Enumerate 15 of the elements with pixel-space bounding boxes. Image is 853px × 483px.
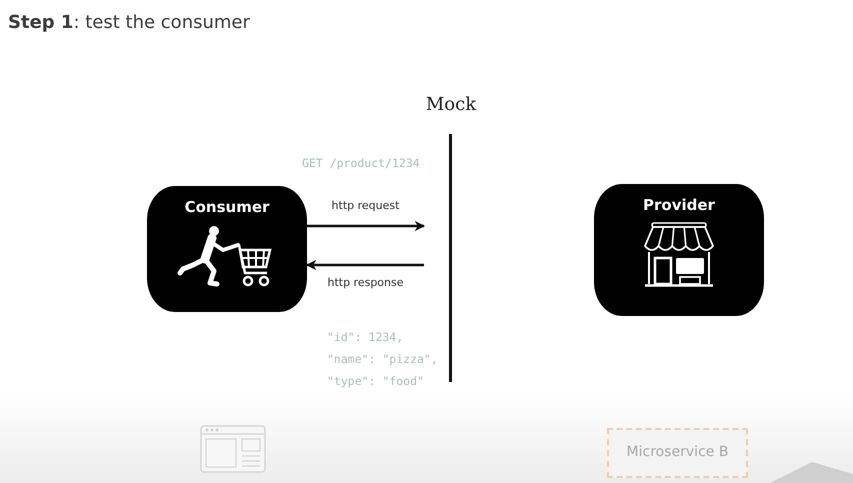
node-title: Provider	[642, 196, 716, 214]
lifeline-label: Mock	[424, 94, 478, 115]
slide-title: Step 1: test the consumer	[8, 12, 250, 33]
node-box	[147, 186, 307, 312]
node-box	[607, 428, 748, 478]
code-line: GET /product/1234	[302, 156, 420, 170]
edge-label: http request	[330, 199, 402, 212]
node-title: Consumer	[184, 198, 270, 216]
code-line: "name": "pizza",	[327, 352, 438, 366]
code-line: "type": "food"	[327, 374, 424, 388]
node-box	[594, 184, 764, 316]
code-line: "id": 1234,	[327, 330, 404, 344]
arrow	[306, 260, 424, 270]
node-label: Microservice B	[626, 444, 730, 460]
arrow	[307, 220, 426, 232]
